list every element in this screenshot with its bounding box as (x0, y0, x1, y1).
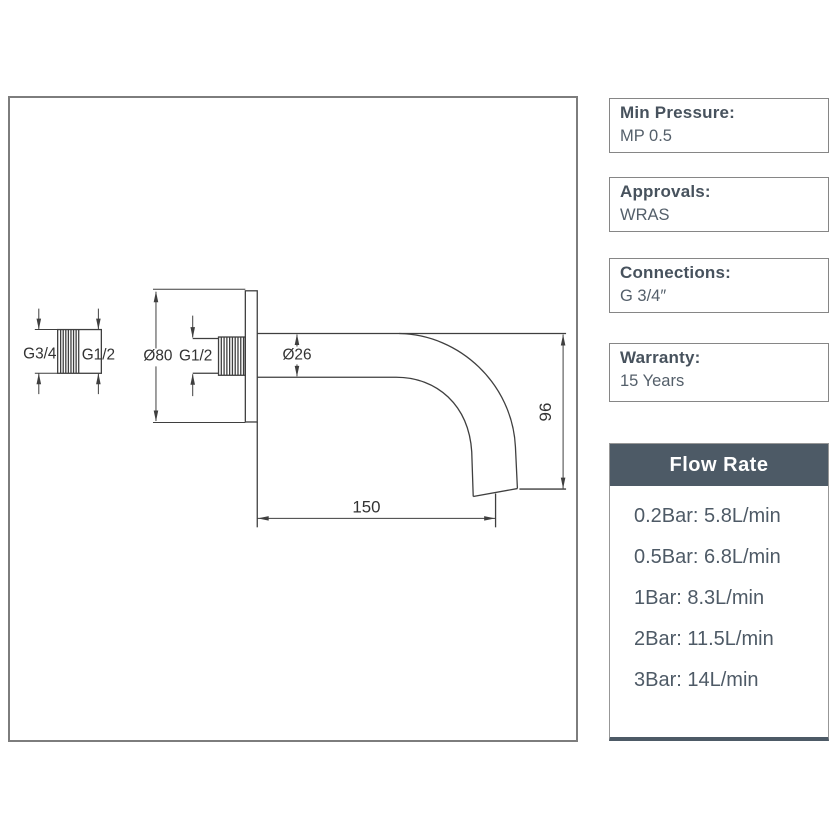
spec-box-min-pressure: Min Pressure: MP 0.5 (609, 98, 829, 153)
spec-box-warranty: Warranty: 15 Years (609, 343, 829, 402)
flow-rate-row-2bar: 2Bar: 11.5L/min (634, 628, 774, 650)
flow-rate-panel: Flow Rate 0.2Bar: 5.8L/min 0.5Bar: 6.8L/… (609, 443, 829, 741)
flow-rate-title: Flow Rate (610, 444, 828, 486)
spec-label-approvals: Approvals: (620, 182, 711, 201)
flow-rate-row-3bar: 3Bar: 14L/min (634, 669, 759, 691)
dimension-labels: G3/4 G1/2 Ø80 G1/2 Ø26 96 150 (23, 345, 555, 516)
dim-label-reach: 150 (352, 497, 380, 516)
spec-value-connections: G 3/4″ (620, 287, 667, 305)
spout-inner-curve (257, 376, 474, 497)
inlet-pipe (192, 337, 219, 374)
spec-label-warranty: Warranty: (620, 348, 701, 367)
dim-label-spout-diameter: Ø26 (282, 346, 311, 363)
dim-label-plate-diameter: Ø80 (143, 347, 172, 364)
spec-label-connections: Connections: (620, 263, 732, 282)
dim-label-inlet-thread: G1/2 (179, 347, 212, 364)
dimension-arrows (36, 291, 566, 521)
wall-plate (244, 290, 258, 423)
flow-rate-row-0.2bar: 0.2Bar: 5.8L/min (634, 505, 781, 527)
spec-box-connections: Connections: G 3/4″ (609, 258, 829, 313)
dim-label-g12-adapter: G1/2 (82, 346, 115, 363)
spec-value-min-pressure: MP 0.5 (620, 127, 672, 145)
spec-value-approvals: WRAS (620, 206, 670, 224)
spout-technical-drawing: G3/4 G1/2 Ø80 G1/2 Ø26 96 150 (23, 288, 567, 528)
flow-rate-row-0.5bar: 0.5Bar: 6.8L/min (634, 546, 781, 568)
technical-drawing-panel: G3/4 G1/2 Ø80 G1/2 Ø26 96 150 (8, 96, 578, 742)
dimension-lines (34, 288, 564, 519)
spec-value-warranty: 15 Years (620, 372, 685, 390)
dim-label-g34: G3/4 (23, 345, 57, 362)
dim-label-height: 96 (536, 403, 555, 422)
spout-outlet (473, 487, 518, 498)
adapter-fitting (57, 328, 102, 374)
flow-rate-row-1bar: 1Bar: 8.3L/min (634, 587, 765, 609)
spout-outer-curve (399, 332, 519, 489)
spec-label-min-pressure: Min Pressure: (620, 103, 736, 122)
spout-outline (192, 290, 567, 528)
spec-box-approvals: Approvals: WRAS (609, 177, 829, 232)
flow-rate-list: 0.2Bar: 5.8L/min 0.5Bar: 6.8L/min 1Bar: … (610, 486, 828, 701)
